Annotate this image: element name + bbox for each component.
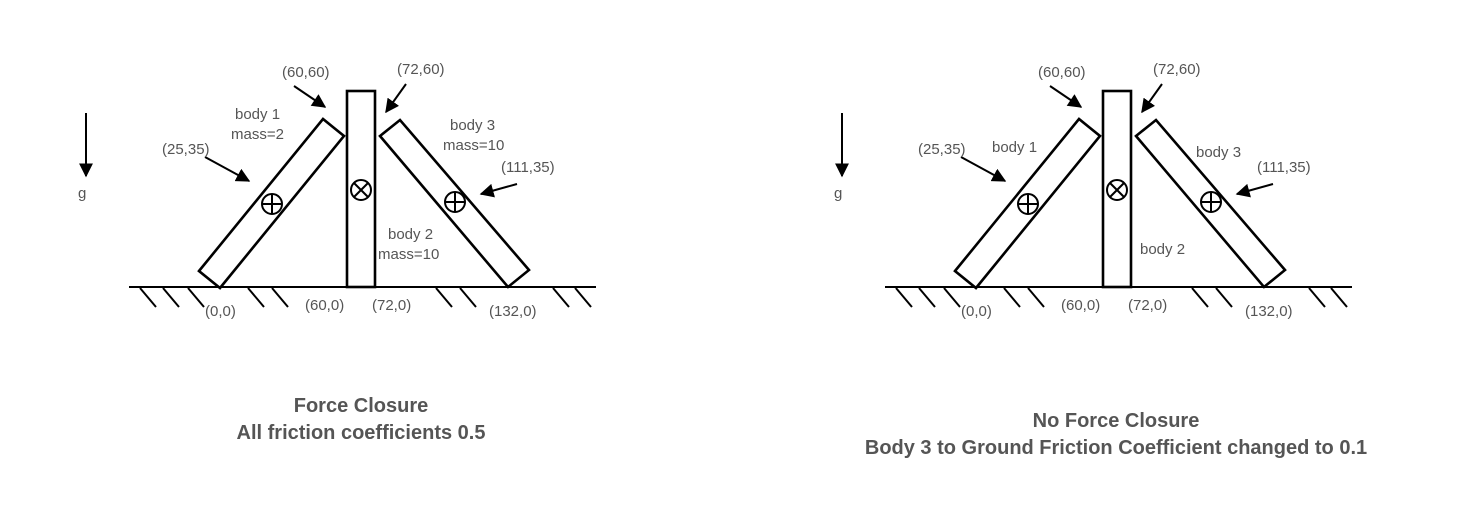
- body-3-rect: [378, 118, 531, 289]
- point-label-72-60: (72,60): [1153, 61, 1201, 78]
- pointer-arrow-72-60: [385, 83, 407, 114]
- point-label-60-60: (60,60): [282, 64, 330, 81]
- panel-force-closure: g: [78, 61, 596, 444]
- caption-subtitle: All friction coefficients 0.5: [237, 422, 486, 444]
- body-2-rect: [345, 89, 377, 289]
- body-1-name: body 1: [992, 139, 1037, 156]
- body-3-center-of-mass-icon: [1200, 191, 1222, 213]
- point-label-60-60: (60,60): [1038, 64, 1086, 81]
- pointer-arrow-25-35: [960, 156, 1007, 182]
- body-2-name: body 2: [388, 226, 433, 243]
- body-2-rect: [1101, 89, 1133, 289]
- point-label-60-0: (60,0): [305, 297, 344, 314]
- point-label-0-0: (0,0): [205, 303, 236, 320]
- body-1-mass: mass=2: [231, 126, 284, 143]
- point-label-132-0: (132,0): [1245, 303, 1293, 320]
- point-label-72-60: (72,60): [397, 61, 445, 78]
- pointer-arrow-25-35: [204, 156, 251, 182]
- body-3-center-of-mass-icon: [444, 191, 466, 213]
- body-1-name: body 1: [235, 106, 280, 123]
- point-label-111-35: (111,35): [1257, 159, 1311, 176]
- point-label-0-0: (0,0): [961, 303, 992, 320]
- point-label-111-35: (111,35): [501, 159, 555, 176]
- body-3-name: body 3: [450, 117, 495, 134]
- body-3-mass: mass=10: [443, 137, 504, 154]
- point-label-72-0: (72,0): [372, 297, 411, 314]
- body-2-name: body 2: [1140, 241, 1185, 258]
- point-label-72-0: (72,0): [1128, 297, 1167, 314]
- point-label-25-35: (25,35): [918, 141, 966, 158]
- point-label-60-0: (60,0): [1061, 297, 1100, 314]
- point-label-25-35: (25,35): [162, 141, 210, 158]
- body-3-rect: [1134, 118, 1287, 289]
- point-label-132-0: (132,0): [489, 303, 537, 320]
- body-2-center-of-mass-icon: [1106, 179, 1128, 201]
- gravity-label: g: [834, 185, 842, 202]
- body-2-mass: mass=10: [378, 246, 439, 263]
- body-1-rect: [953, 117, 1102, 290]
- body-1-center-of-mass-icon: [1017, 193, 1039, 215]
- pointer-arrow-72-60: [1141, 83, 1163, 114]
- gravity-label: g: [78, 185, 86, 202]
- caption-title: Force Closure: [294, 395, 428, 417]
- pointer-arrow-60-60: [293, 85, 327, 108]
- body-2-center-of-mass-icon: [350, 179, 372, 201]
- body-1-center-of-mass-icon: [261, 193, 283, 215]
- pointer-arrow-111-35: [479, 183, 518, 198]
- panel-no-force-closure: g: [834, 61, 1367, 459]
- body-3-name: body 3: [1196, 144, 1241, 161]
- caption-subtitle: Body 3 to Ground Friction Coefficient ch…: [865, 437, 1367, 459]
- pointer-arrow-60-60: [1049, 85, 1083, 108]
- body-1-rect: [197, 117, 346, 290]
- caption-title: No Force Closure: [1033, 410, 1200, 432]
- pointer-arrow-111-35: [1235, 183, 1274, 198]
